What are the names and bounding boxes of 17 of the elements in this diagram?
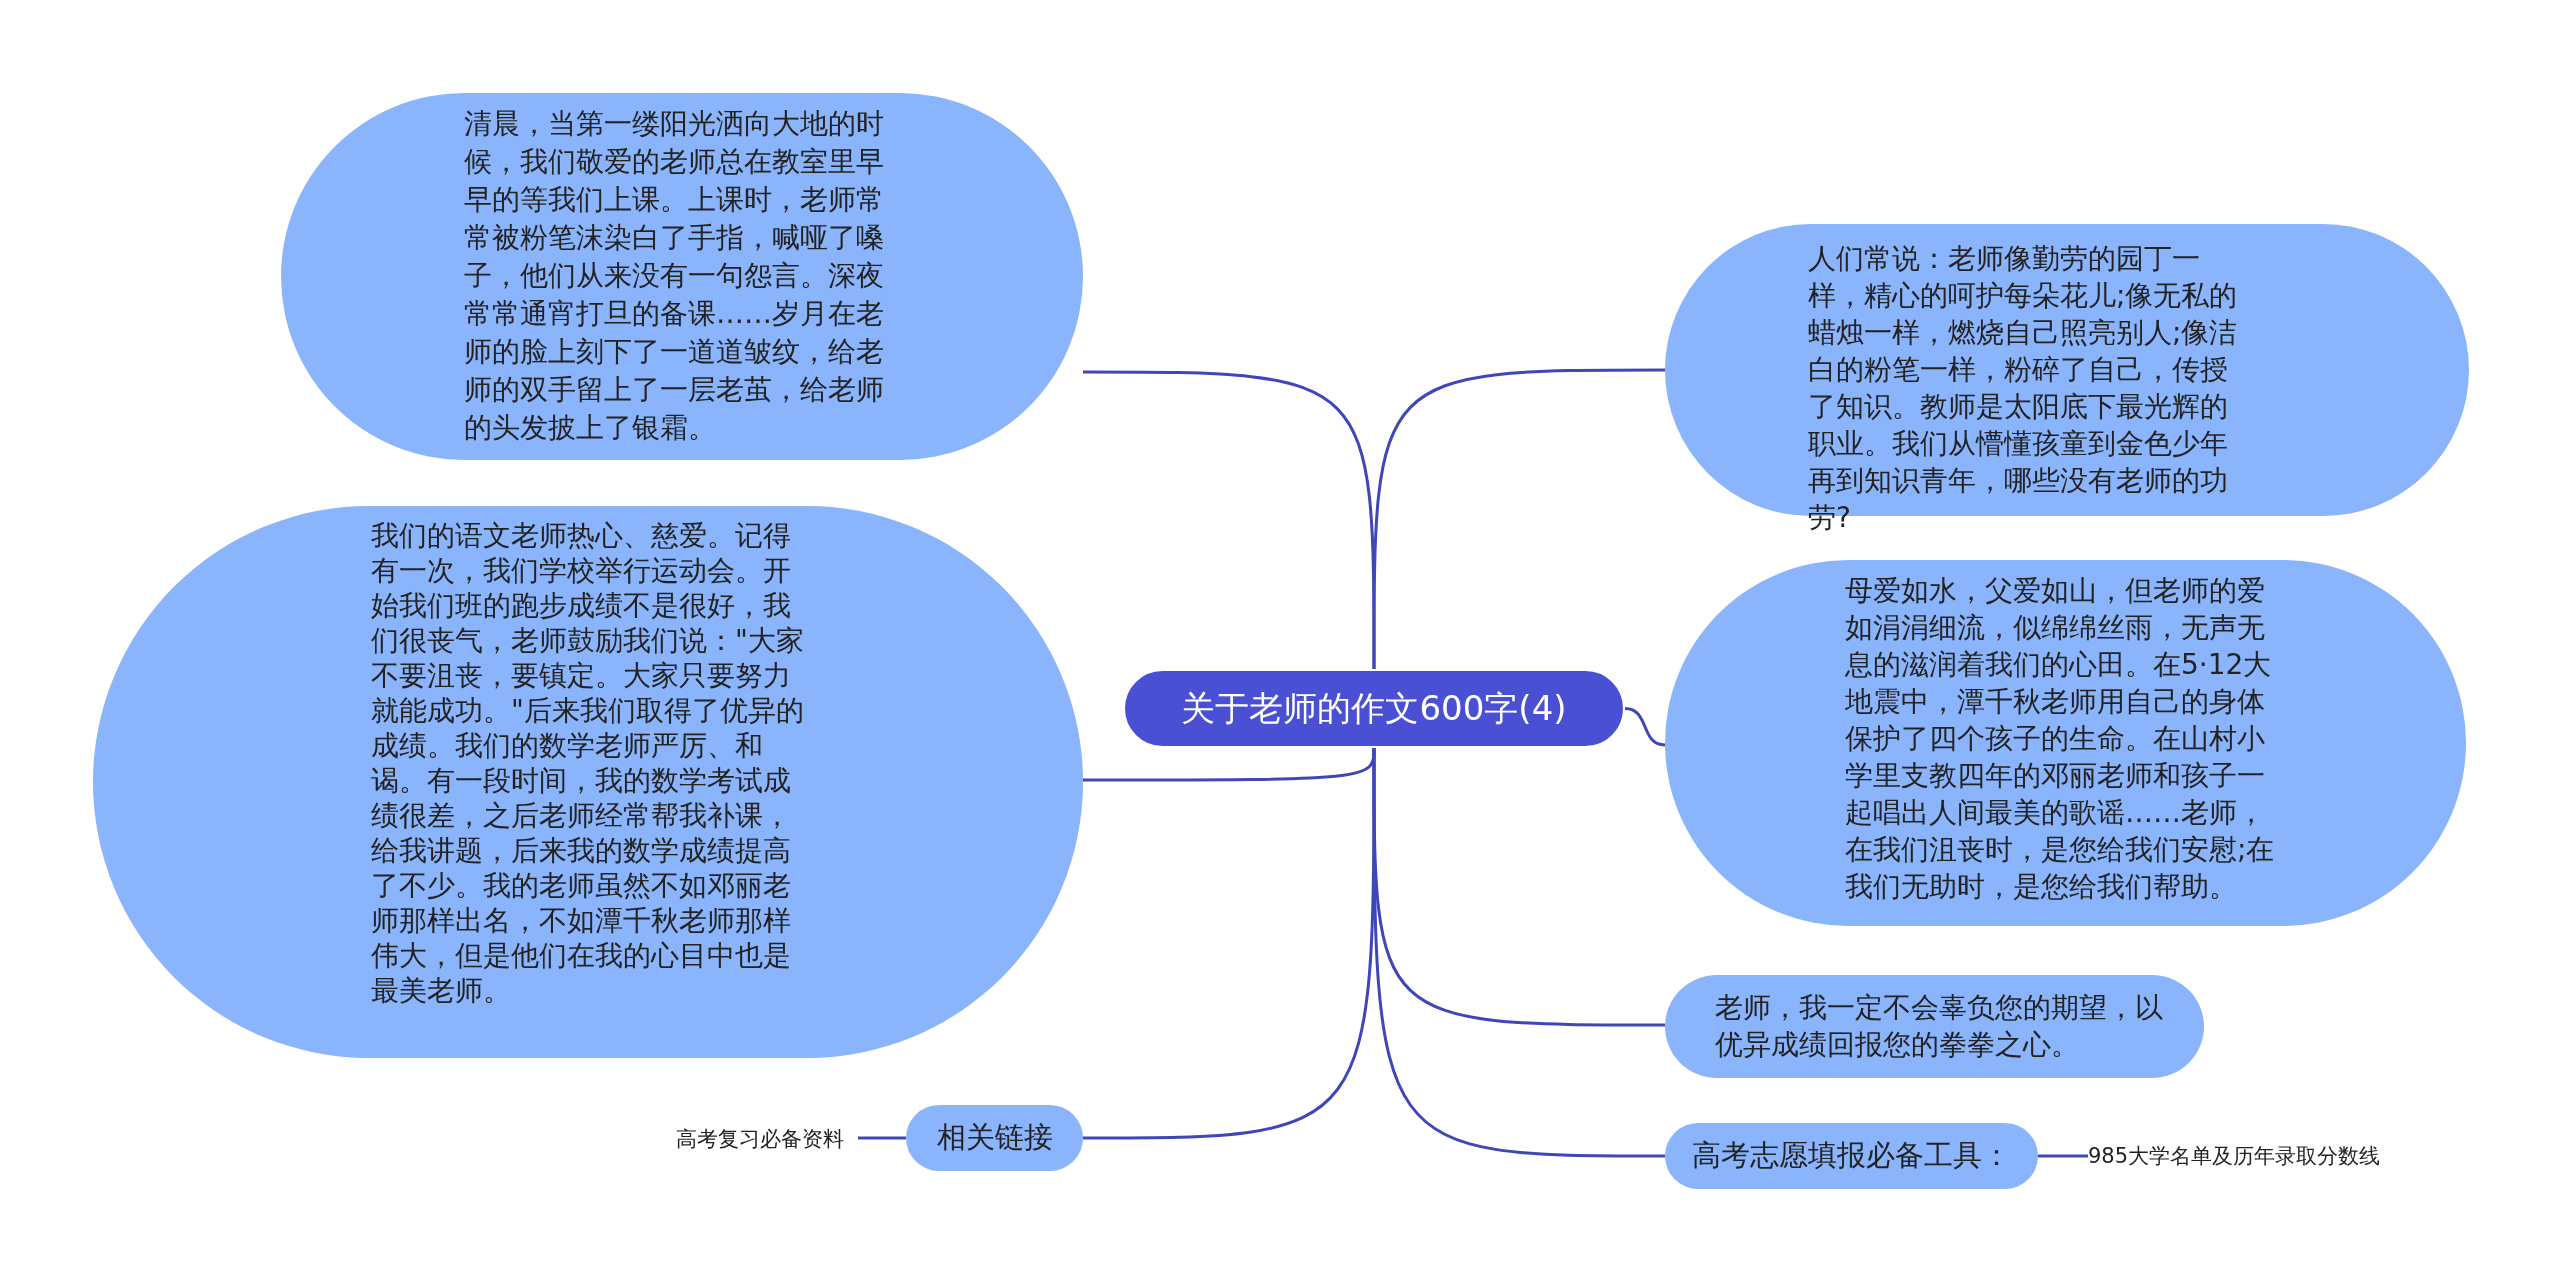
bubble-text: 相关链接: [936, 1119, 1053, 1156]
connector-line: [1083, 748, 1376, 1140]
bubble-text: 高考志愿填报必备工具：: [1692, 1137, 2011, 1174]
connector-line: [2038, 1154, 2088, 1158]
connector-line: [1624, 707, 1666, 747]
bubble-text: 清晨，当第一缕阳光洒向大地的时候，我们敬爱的老师总在教室里早早的等我们上课。上课时，老师常常被粉笔沫染白了手指，喊哑了嗓子，他们从来没有一句怨言。深夜常常通宵打旦的备课……岁月在老师的脸上刻下了一道道皱纹，给老师的双手留上了一层老茧，给老师的头发披上了银霜。: [464, 106, 885, 446]
bubble-text: 我们的语文老师热心、慈爱。记得有一次，我们学校举行运动会。开始我们班的跑步成绩不是很好，我们很丧气，老师鼓励我们说："大家不要沮丧，要镇定。大家只要努力就能成功。"后来我们取得了优异的成绩。我们的数学老师严厉、和谒。有一段时间，我的数学考试成绩很差，之后老师经常帮我补课，给我讲题，后来我的数学成绩提高了不少。我的老师虽然不如邓丽老师那样出名，不如潭千秋老师那样伟大，但是他们在我的心目中也是最美老师。: [371, 518, 805, 1008]
link-text: 高考复习必备资料: [676, 1124, 844, 1154]
connector-line: [1372, 368, 1665, 669]
connector-line: [1083, 370, 1376, 669]
bubble-text: 老师，我一定不会辜负您的期望，以优异成绩回报您的拳拳之心。: [1715, 990, 2164, 1063]
connector-line: [1372, 748, 1665, 1158]
central-topic: 关于老师的作文600字(4): [1123, 669, 1625, 748]
bubble-text: 母爱如水，父爱如山，但老师的爱如涓涓细流，似绵绵丝雨，无声无息的滋润着我们的心田。在5·12大地震中，潭千秋老师用自己的身体保护了四个孩子的生命。在山村小学里支教四年的邓丽老师和孩子一起唱出人间最美的歌谣……老师，在我们沮丧时，是您给我们安慰;在我们无助时，是您给我们帮助。: [1845, 573, 2276, 905]
bubble-text: 人们常说：老师像勤劳的园丁一样，精心的呵护每朵花儿;像无私的蜡烛一样，燃烧自己照亮别人;像洁白的粉笔一样，粉碎了自己，传授了知识。教师是太阳底下最光辉的职业。我们从懵懂孩童到金色少年再到知识青年，哪些没有老师的功劳?: [1808, 241, 2239, 536]
link-text: 985大学名单及历年录取分数线: [2088, 1141, 2381, 1171]
connector-line: [858, 1136, 906, 1140]
